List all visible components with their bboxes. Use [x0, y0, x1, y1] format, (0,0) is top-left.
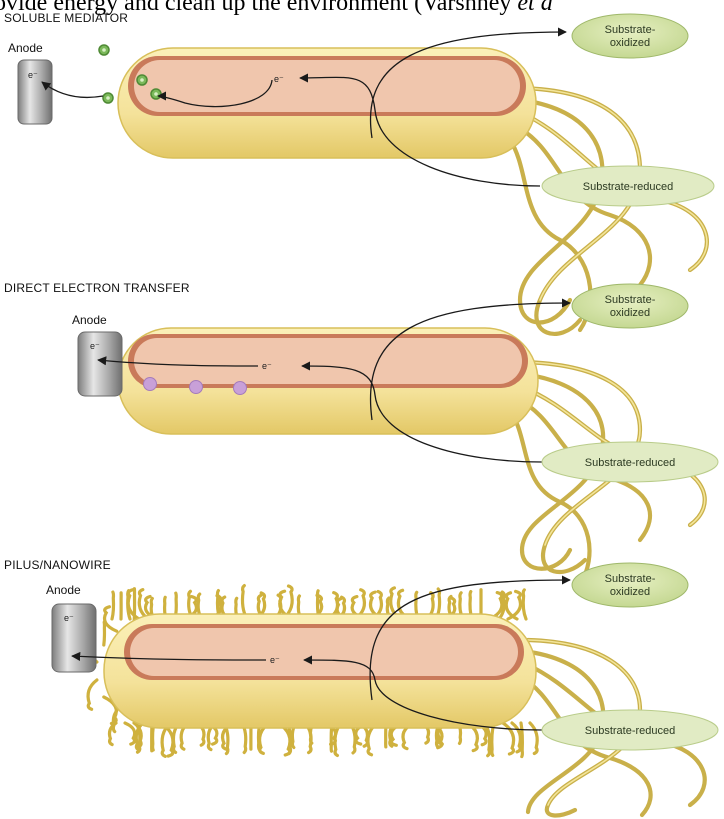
panel-pilus-nanowire: PILUS/NANOWIRE Anode e⁻ e⁻ Subs	[4, 558, 718, 815]
substrate-oxidized-line2: oxidized	[610, 307, 650, 319]
cell-electron: e⁻	[274, 74, 284, 84]
pilus-strand	[104, 622, 105, 645]
pilus-strand	[88, 680, 97, 709]
substrate-reduced: Substrate-reduced	[542, 166, 714, 206]
substrate-oxidized-line1: Substrate-	[605, 24, 656, 36]
anode-electrode-icon: Anode e⁻	[46, 583, 96, 672]
panel-direct-electron-transfer: DIRECT ELECTRON TRANSFER Anode e⁻	[4, 281, 718, 585]
pilus-strand	[521, 723, 522, 757]
panel-title: DIRECT ELECTRON TRANSFER	[4, 281, 190, 295]
anode-electron: e⁻	[28, 70, 38, 80]
cell-electron: e⁻	[270, 655, 280, 665]
anode-label: Anode	[72, 313, 107, 327]
substrate-reduced: Substrate-reduced	[542, 710, 718, 750]
panel-title: PILUS/NANOWIRE	[4, 558, 111, 572]
pilus-strand	[523, 590, 526, 619]
anode-electrode-icon: Anode e⁻	[72, 313, 122, 396]
substrate-oxidized-line2: oxidized	[610, 586, 650, 598]
pilus-strand	[530, 723, 537, 754]
bacterium-cell-icon	[104, 614, 536, 728]
substrate-reduced-label: Substrate-reduced	[583, 181, 674, 193]
bacterium-cell-icon	[118, 48, 536, 158]
substrate-oxidized: Substrate- oxidized	[572, 14, 688, 58]
anode-label: Anode	[8, 41, 43, 55]
substrate-oxidized: Substrate- oxidized	[572, 284, 688, 328]
anode-electron: e⁻	[90, 341, 100, 351]
anode-electron: e⁻	[64, 613, 74, 623]
pilus-strand	[125, 723, 135, 744]
substrate-reduced: Substrate-reduced	[542, 442, 718, 482]
substrate-reduced-label: Substrate-reduced	[585, 457, 676, 469]
anode-electrode-icon: Anode e⁻	[8, 41, 52, 124]
pilus-strand	[112, 592, 114, 619]
substrate-oxidized-line2: oxidized	[610, 37, 650, 49]
substrate-reduced-label: Substrate-reduced	[585, 725, 676, 737]
anode-label: Anode	[46, 583, 81, 597]
cell-electron: e⁻	[262, 361, 272, 371]
substrate-oxidized-line1: Substrate-	[605, 294, 656, 306]
bacterium-cell-icon	[118, 328, 538, 434]
substrate-oxidized: Substrate- oxidized	[572, 563, 688, 607]
pilus-strand	[503, 723, 514, 754]
panel-title: SOLUBLE MEDIATOR	[4, 11, 128, 25]
substrate-oxidized-line1: Substrate-	[605, 573, 656, 585]
